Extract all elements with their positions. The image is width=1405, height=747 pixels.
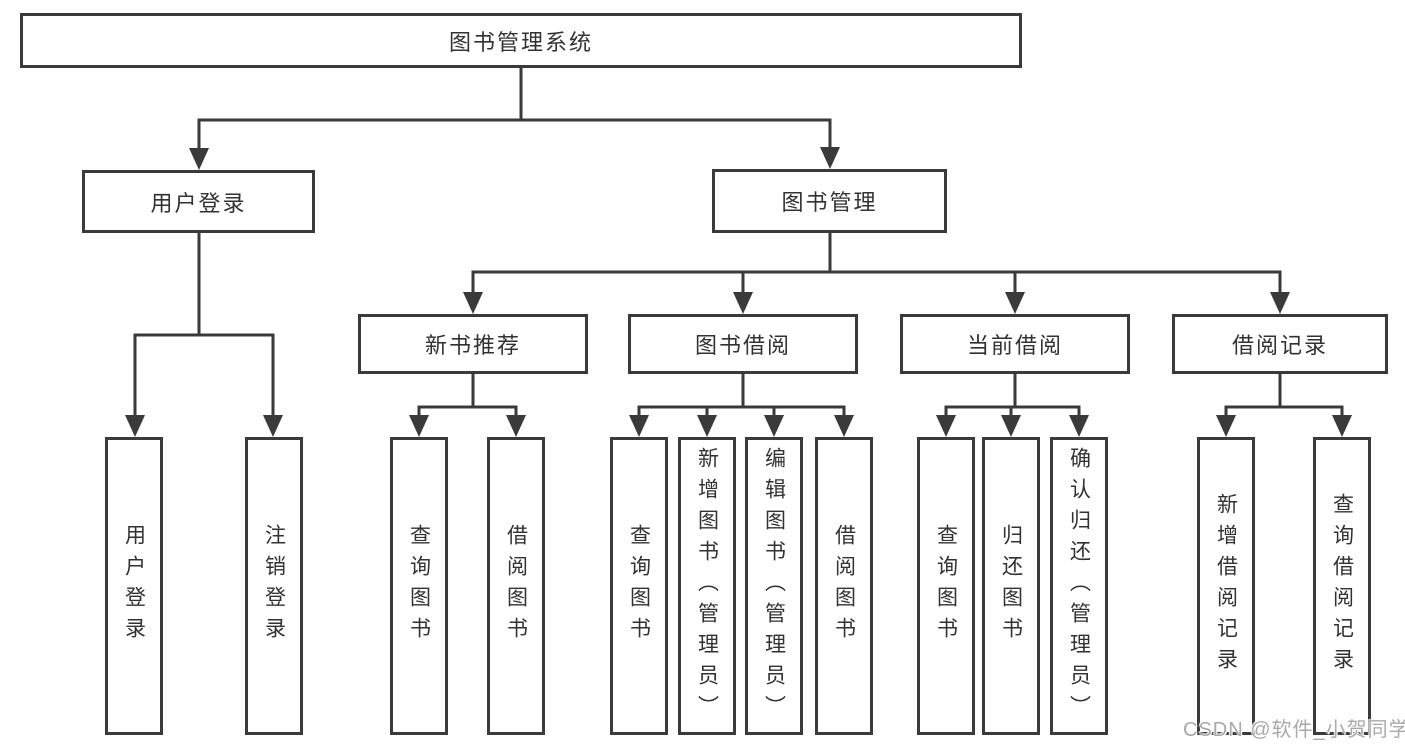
node-current-borrowing: 当前借阅	[900, 314, 1130, 374]
leaf-borrowing-edit-books-admin: 编辑图书（管理员）	[745, 437, 803, 735]
leaf-borrowing-add-books-admin: 新增图书（管理员）	[678, 437, 736, 735]
node-user-login: 用户登录	[82, 170, 315, 233]
edge-newbooks-split	[417, 405, 518, 417]
edge-login-split	[133, 333, 275, 417]
leaf-records-query-record: 查询借阅记录	[1313, 437, 1371, 735]
arrowheads	[125, 147, 1352, 437]
node-borrowing-records: 借阅记录	[1172, 314, 1388, 374]
node-root: 图书管理系统	[20, 13, 1022, 68]
edge-borrow-split	[637, 405, 846, 417]
edge-mgmt-split	[471, 270, 1282, 294]
leaf-newbooks-borrow-books: 借阅图书	[487, 437, 545, 735]
edge-root-split	[197, 118, 832, 150]
leaf-current-return-books: 归还图书	[982, 437, 1040, 735]
leaf-records-add-record: 新增借阅记录	[1197, 437, 1255, 735]
edge-records-split	[1224, 405, 1344, 417]
leaf-current-query-books: 查询图书	[917, 437, 975, 735]
csdn-watermark: CSDN @软件_小贺同学	[1183, 719, 1405, 741]
leaf-newbooks-query-books: 查询图书	[390, 437, 448, 735]
node-book-management: 图书管理	[712, 169, 947, 233]
leaf-current-confirm-return-admin: 确认归还（管理员）	[1050, 437, 1108, 735]
node-book-borrowing: 图书借阅	[628, 314, 858, 374]
leaf-logout: 注销登录	[245, 437, 303, 735]
leaf-borrowing-query-books: 查询图书	[610, 437, 668, 735]
leaf-user-login: 用户登录	[105, 437, 163, 735]
leaf-borrowing-borrow-books: 借阅图书	[815, 437, 873, 735]
node-new-book-recommend: 新书推荐	[358, 314, 588, 374]
